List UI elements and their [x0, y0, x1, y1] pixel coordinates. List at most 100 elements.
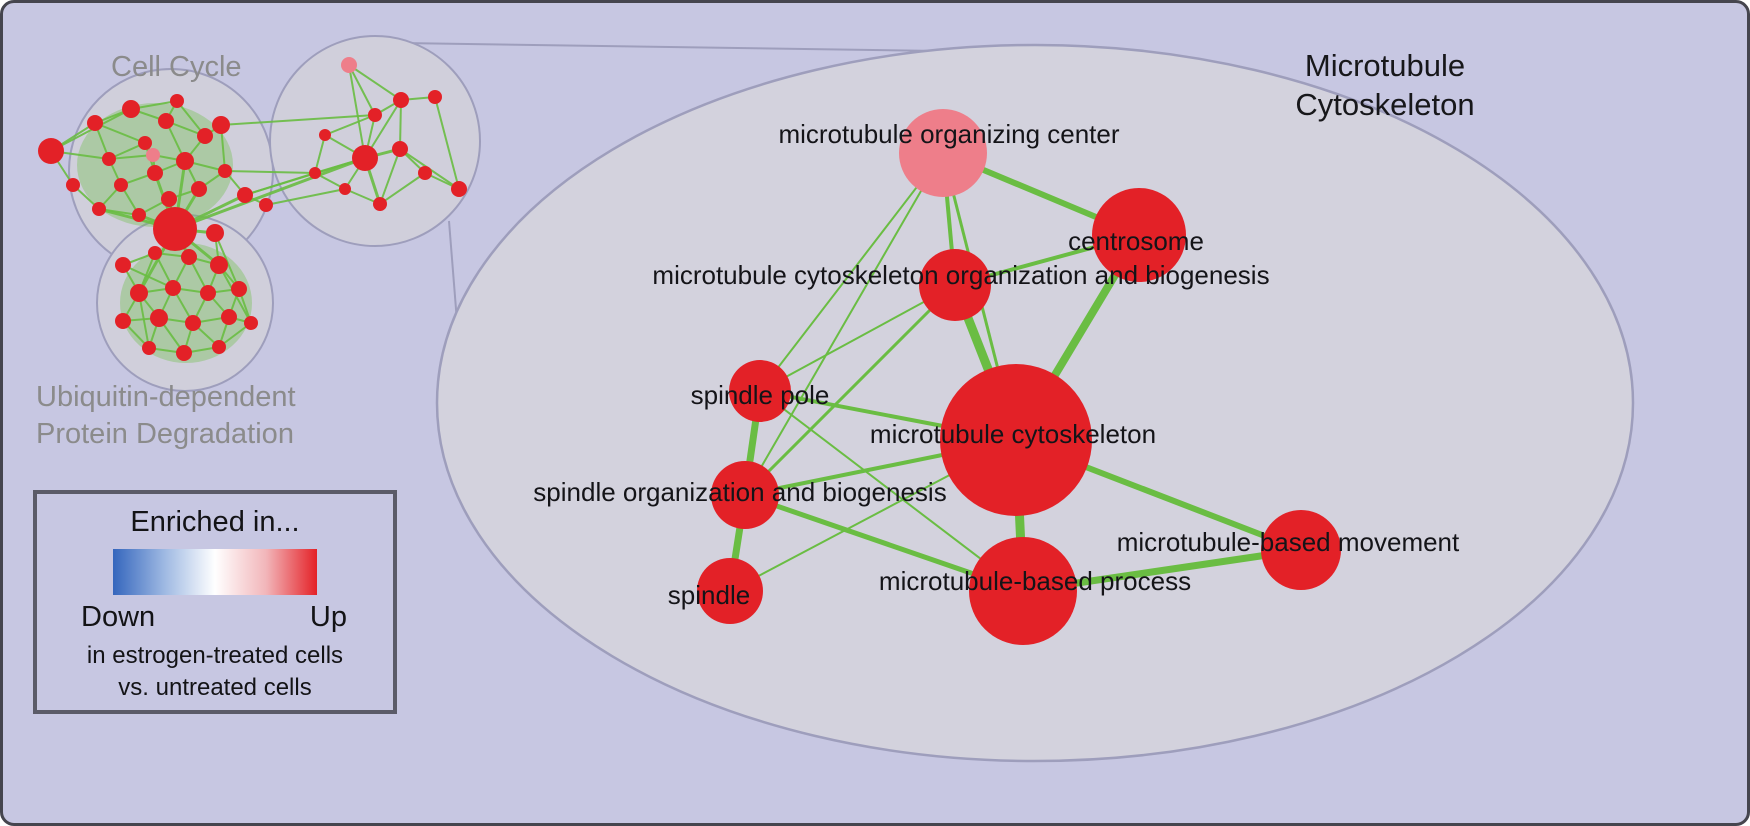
mini-edge	[348, 64, 366, 159]
mini-network	[38, 35, 481, 392]
mini-node	[158, 113, 174, 129]
mini-edge	[434, 96, 460, 190]
mini-node	[352, 145, 378, 171]
mini-node	[418, 166, 432, 180]
edge-moc-spindlepole	[759, 152, 944, 392]
mini-node	[122, 100, 140, 118]
mini-node	[206, 224, 224, 242]
node-mtcyto	[940, 364, 1092, 516]
mini-edge	[379, 148, 401, 205]
mini-node	[221, 309, 237, 325]
mini-node	[244, 316, 258, 330]
node-label-spindle: spindle	[668, 580, 750, 610]
node-mtproc	[969, 537, 1077, 645]
node-label-mtmove: microtubule-based movement	[1117, 527, 1460, 557]
node-label-mtorg: microtubule cytoskeleton organization an…	[652, 260, 1269, 290]
mini-node	[38, 138, 64, 164]
mini-node	[341, 57, 357, 73]
edge-spindlepole-mtproc	[759, 390, 1024, 592]
node-centrosome	[1092, 188, 1186, 282]
node-spindlepole	[729, 360, 791, 422]
mini-node	[392, 141, 408, 157]
mini-node	[165, 280, 181, 296]
mini-node	[339, 183, 351, 195]
cluster-title-microtubule-cytoskeleton: Microtubule Cytoskeleton	[1295, 48, 1475, 122]
mini-edge	[314, 134, 326, 174]
mini-node	[102, 152, 116, 166]
mini-node	[373, 197, 387, 211]
legend-up-label: Up	[309, 601, 347, 633]
mini-edge	[122, 264, 174, 289]
node-moc	[899, 109, 987, 197]
mini-node	[87, 115, 103, 131]
mini-node	[210, 256, 228, 274]
mini-edge	[94, 122, 146, 144]
mini-node	[142, 341, 156, 355]
mini-node	[148, 246, 162, 260]
mini-node	[66, 178, 80, 192]
mini-node	[451, 181, 467, 197]
mini-node	[170, 94, 184, 108]
mini-node	[176, 345, 192, 361]
mini-node	[191, 181, 207, 197]
mini-node	[115, 313, 131, 329]
node-label-spindleorg: spindle organization and biogenesis	[533, 477, 946, 507]
edge-mtorg-spindlepole	[759, 284, 956, 392]
node-label-spindlepole: spindle pole	[691, 380, 830, 410]
cluster-label-ubiquitin: Ubiquitin-dependent Protein Degradation	[36, 381, 296, 451]
legend-title: Enriched in...	[130, 506, 300, 538]
mini-node	[212, 340, 226, 354]
mini-node	[237, 187, 253, 203]
mini-node	[181, 249, 197, 265]
mini-node	[218, 164, 232, 178]
node-spindleorg	[711, 461, 779, 529]
mini-node	[393, 92, 409, 108]
mini-node	[132, 208, 146, 222]
edge-moc-spindleorg	[744, 152, 944, 496]
network-svg: microtubule organizing center centrosome m…	[38, 35, 1635, 763]
mini-node	[212, 116, 230, 134]
mini-edge	[348, 64, 402, 101]
mini-node	[146, 148, 160, 162]
edge-mtorg-spindleorg	[743, 283, 957, 497]
mini-node	[147, 165, 163, 181]
mini-node	[138, 136, 152, 150]
mini-edge	[50, 108, 132, 152]
mini-edge	[220, 114, 376, 126]
node-label-moc: microtubule organizing center	[778, 119, 1119, 149]
legend-gradient-bar	[113, 549, 317, 595]
mini-node	[114, 178, 128, 192]
legend-subtitle-line1: in estrogen-treated cells	[86, 642, 344, 669]
zoom-view: microtubule organizing center centrosome m…	[435, 43, 1635, 763]
mini-node	[428, 90, 442, 104]
legend-down-label: Down	[81, 601, 156, 633]
mini-node	[259, 198, 273, 212]
node-spindle	[697, 558, 763, 624]
mini-node	[231, 281, 247, 297]
node-label-mtproc: microtubule-based process	[879, 566, 1191, 596]
node-label-mtcyto: microtubule cytoskeleton	[870, 419, 1156, 449]
mini-edge	[379, 172, 426, 205]
node-label-centrosome: centrosome	[1068, 226, 1204, 256]
mini-edge	[399, 99, 402, 150]
mini-node	[319, 129, 331, 141]
legend-endpoint-labels: Down Up	[37, 601, 393, 634]
mini-node	[161, 191, 177, 207]
legend-subtitle: in estrogen-treated cells vs. untreated …	[37, 640, 393, 705]
mini-node	[130, 284, 148, 302]
mini-node	[309, 167, 321, 179]
mini-edge	[324, 114, 376, 136]
cluster-label-cell-cycle: Cell Cycle	[111, 51, 242, 83]
mini-node	[200, 285, 216, 301]
mini-node	[150, 309, 168, 327]
mini-edge	[138, 292, 150, 349]
mini-edge	[174, 156, 366, 231]
mini-node	[115, 257, 131, 273]
mini-node	[185, 315, 201, 331]
mini-node	[92, 202, 106, 216]
mini-node	[153, 207, 197, 251]
legend-box: Enriched in... Down Up in estrogen-treat…	[33, 490, 397, 714]
node-mtmove	[1261, 510, 1341, 590]
mini-edge	[224, 170, 316, 174]
